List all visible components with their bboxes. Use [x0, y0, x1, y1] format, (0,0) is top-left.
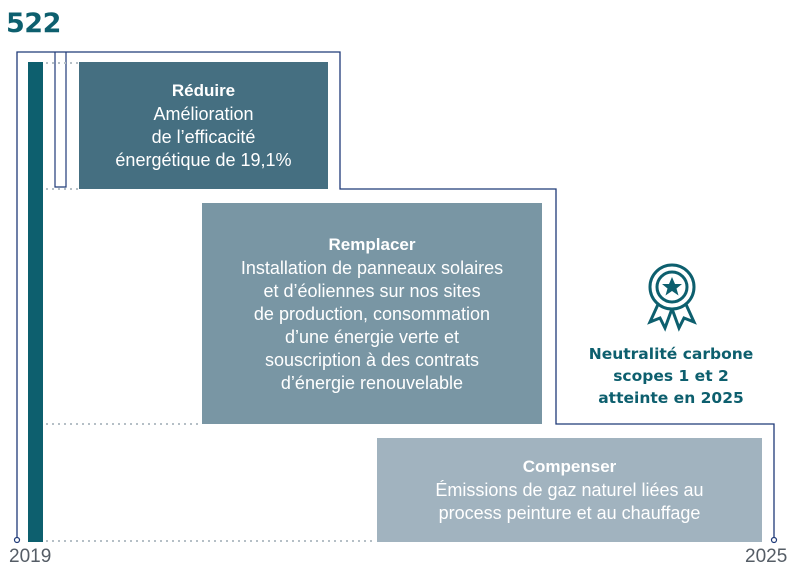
award-ribbon-star-icon: [647, 263, 697, 332]
carbon-neutrality-line: atteinte en 2025: [598, 389, 744, 407]
step-remplacer-line: d’une énergie verte et: [284, 326, 460, 347]
step-remplacer-line: Installation de panneaux solaires: [240, 257, 504, 278]
step-reduire: Réduire Amélioration de l’efficacité éne…: [79, 62, 328, 189]
step-compenser: Compenser Émissions de gaz naturel liées…: [377, 438, 762, 542]
step-compenser-line: process peinture et au chauffage: [438, 503, 701, 523]
carbon-neutrality-line: scopes 1 et 2: [613, 367, 729, 385]
step-remplacer-title: Remplacer: [328, 234, 416, 254]
step-reduire-title: Réduire: [171, 81, 236, 100]
carbon-neutrality-line: Neutralité carbone: [588, 345, 754, 363]
step-reduire-line: énergétique de 19,1%: [115, 150, 292, 170]
carbon-neutrality-label: Neutralité carbone scopes 1 et 2 atteint…: [566, 343, 776, 409]
reduire-bracket: [54, 52, 67, 188]
emission-trajectory-outline: [16, 51, 775, 540]
step-remplacer-line: et d’éoliennes sur nos sites: [263, 280, 481, 301]
step-remplacer: Remplacer Installation de panneaux solai…: [202, 203, 542, 424]
end-point-marker: [770, 536, 778, 544]
step-remplacer-line: de production, consommation: [253, 303, 491, 324]
step-reduire-line: Amélioration: [153, 104, 254, 124]
step-compenser-title: Compenser: [522, 457, 617, 476]
year-end-label: 2025: [745, 546, 788, 567]
step-remplacer-line: d’énergie renouvelable: [280, 372, 464, 393]
step-compenser-line: Émissions de gaz naturel liées au: [435, 480, 704, 500]
baseline-emissions-value: 522: [6, 8, 61, 39]
start-point-marker: [13, 536, 21, 544]
year-start-label: 2019: [9, 546, 52, 567]
step-remplacer-line: souscription à des contrats: [264, 349, 480, 370]
baseline-emissions-bar: [28, 62, 43, 542]
step-reduire-line: de l’efficacité: [151, 127, 256, 147]
